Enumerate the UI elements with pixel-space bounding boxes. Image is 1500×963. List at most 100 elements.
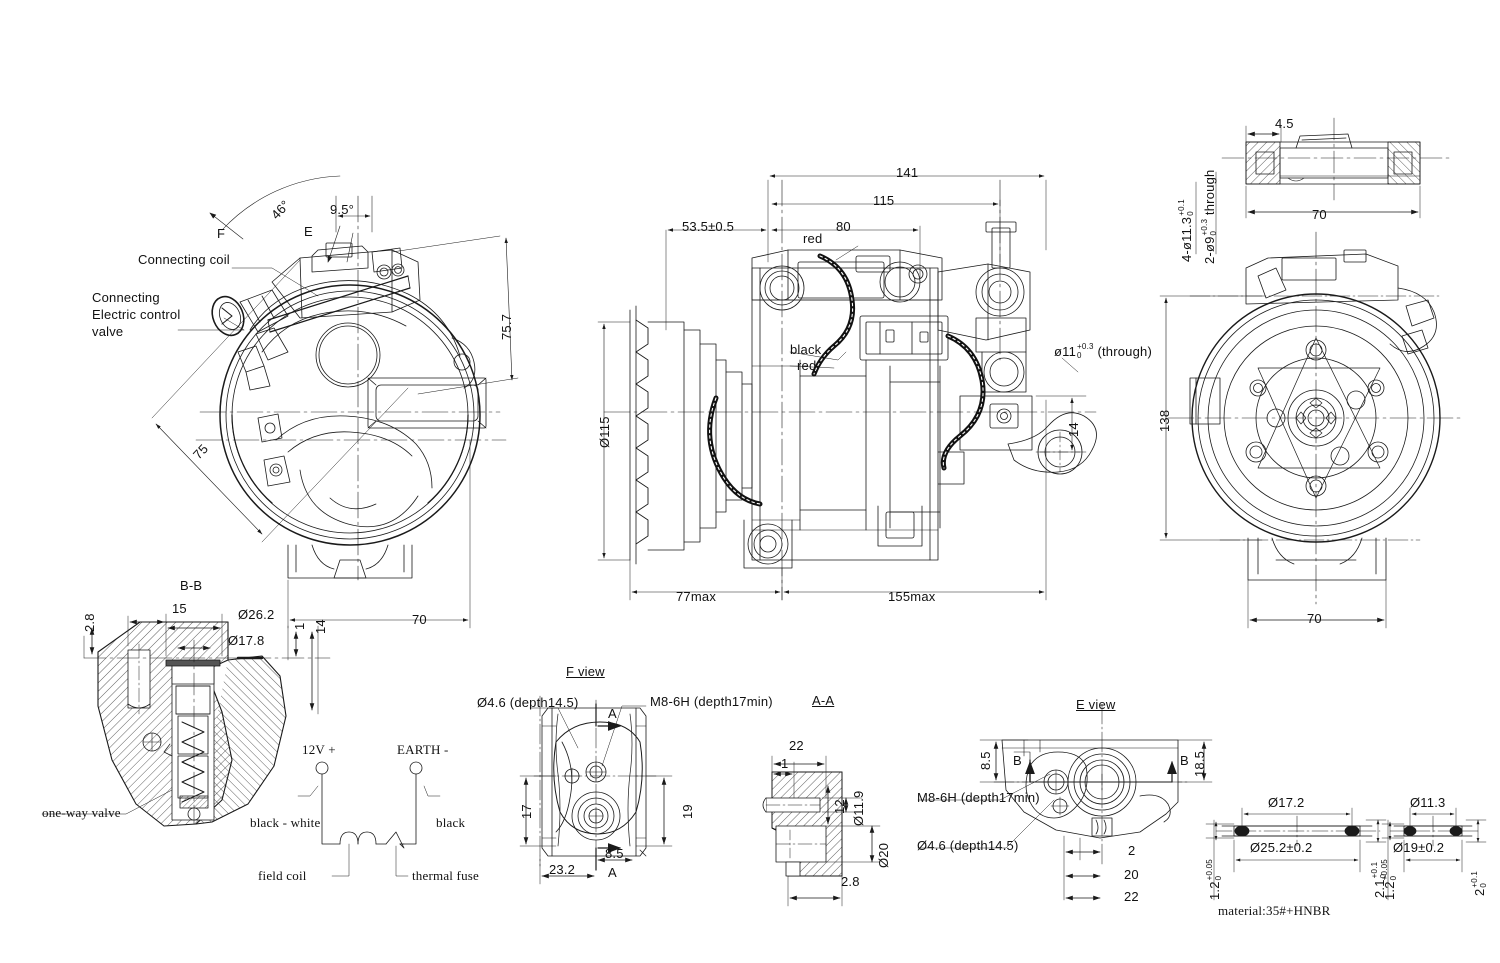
dim-dia-17-8: Ø17.8 [228,633,265,648]
view-section-bb [41,613,331,827]
label-thermal-fuse: thermal fuse [412,868,480,883]
dim-2-e: 2 [1128,843,1136,858]
dim-155max: 155max [888,589,936,604]
dim-dia-115: Ø115 [597,416,612,448]
callout-hole-4-6-f: Ø4.6 (depth14.5) [477,695,579,710]
label-connecting-valve-2: Electric control [92,307,181,322]
gasket-right-thickness-base: 1.2 [1382,881,1397,900]
dim-22-e: 22 [1124,889,1139,904]
dim-23-2-f: 23.2 [549,862,576,877]
section-mark-b-left: B [1013,753,1022,768]
label-wire-black-white: black - white [250,815,321,830]
view-wiring [297,761,441,877]
callout-hole-4-6-e: Ø4.6 (depth14.5) [917,838,1019,853]
callout-hole-11-suffix: (through) [1097,344,1153,359]
view-center-side [603,179,1097,601]
callout-hole-11-base: ø11 [1054,344,1077,359]
dim-gasket-right-outer: Ø19±0.2 [1393,840,1445,855]
callout-2-dia-suffix: through [1202,169,1217,216]
dim-gasket-left-inner: Ø17.2 [1268,795,1305,810]
gasket-right-thickness-lower: 0 [1388,875,1398,881]
view-right-face [1167,231,1465,629]
dim-14-bb: 14 [313,619,328,634]
title-section-aa: A-A [812,693,835,708]
dim-8-5-e: 8.5 [978,751,993,770]
label-connecting-valve-1: Connecting [92,290,160,305]
view-front-left [195,195,507,581]
gasket-left-thickness-lower: 0 [1213,875,1223,881]
label-wire-red-top: red [803,231,823,246]
dim-70-right: 70 [1307,611,1322,626]
view-e [917,703,1213,901]
dim-gasket-left-outer: Ø25.2±0.2 [1250,840,1313,855]
dim-angle-9-5: 9.5° [330,202,355,217]
dim-8-5-f: 8.5 [605,846,624,861]
label-field-coil: field coil [258,868,307,883]
dim-17-f: 17 [519,804,534,819]
section-mark-b-right: B [1180,753,1189,768]
callout-thread-m8-e: M8-6H (depth17min) [917,790,1040,805]
dims-front-left [151,175,519,629]
dim-dia-20-aa: Ø20 [876,842,891,868]
dim-141: 141 [896,165,919,180]
dim-115: 115 [873,193,895,208]
label-wire-red-lower: red [797,358,817,373]
callout-4-dia-lower: 0 [1185,211,1195,216]
view-section-aa [762,755,881,907]
dim-1-aa: 1 [781,756,789,771]
title-section-bb: B-B [180,578,203,593]
callout-hole-11-upper: +0.3 [1077,342,1094,352]
dim-gasket-right-inner: Ø11.3 [1410,795,1446,810]
label-wire-black-earth: black [436,815,466,830]
dim-138: 138 [1157,409,1172,432]
dim-2-8-bb: 2.8 [82,613,97,632]
dim-15: 15 [172,601,187,616]
dim-18-5-e: 18.5 [1192,750,1207,777]
dim-1-bb: 1 [292,622,307,630]
dim-20-e: 20 [1124,867,1139,882]
title-f-view: F view [566,664,605,679]
callout-hole-11-lower: 0 [1077,350,1082,360]
callout-4-dia-base: 4-ø11.3 [1179,216,1194,262]
note-gasket-material: material:35#+HNBR [1218,903,1331,918]
callout-2-dia-base: 2-ø9 [1202,236,1217,264]
dim-dia-26-2: Ø26.2 [238,607,275,622]
callout-2-dia-lower: 0 [1208,230,1218,236]
section-mark-a-bottom: A [608,865,617,880]
view-gaskets [1205,807,1487,901]
dim-19-f: 19 [680,804,695,819]
dim-4-5: 4.5 [1275,116,1294,131]
label-wire-black: black [790,342,822,357]
dim-77max: 77max [676,589,717,604]
view-f [519,695,673,885]
label-earth: EARTH - [397,742,449,757]
dim-14-center: 14 [1066,422,1081,437]
gasket-right-height-lower: 0 [1478,882,1488,888]
gasket-right-height-base: 2 [1472,888,1487,896]
dim-12-aa: 12 [832,799,847,814]
label-connecting-valve-3: valve [92,324,124,339]
label-connecting-coil: Connecting coil [138,252,230,267]
dims-center-side [597,174,1263,601]
dim-22-aa: 22 [789,738,804,753]
dim-2-8-aa: 2.8 [841,874,860,889]
dim-70-left: 70 [412,612,427,627]
dim-75-7: 75.7 [499,313,514,340]
section-mark-a-top: A [608,706,617,721]
dim-dia-11-9-aa: Ø11.9 [851,790,866,826]
title-e-view: E view [1076,697,1116,712]
dim-80: 80 [836,219,851,234]
view-top-right-section [1195,117,1451,255]
dim-70-top: 70 [1312,207,1327,222]
gasket-left-thickness-base: 1.2 [1207,881,1222,900]
dim-53-5: 53.5±0.5 [682,219,735,234]
label-arrow-e: E [304,224,313,239]
label-arrow-f: F [217,226,226,241]
